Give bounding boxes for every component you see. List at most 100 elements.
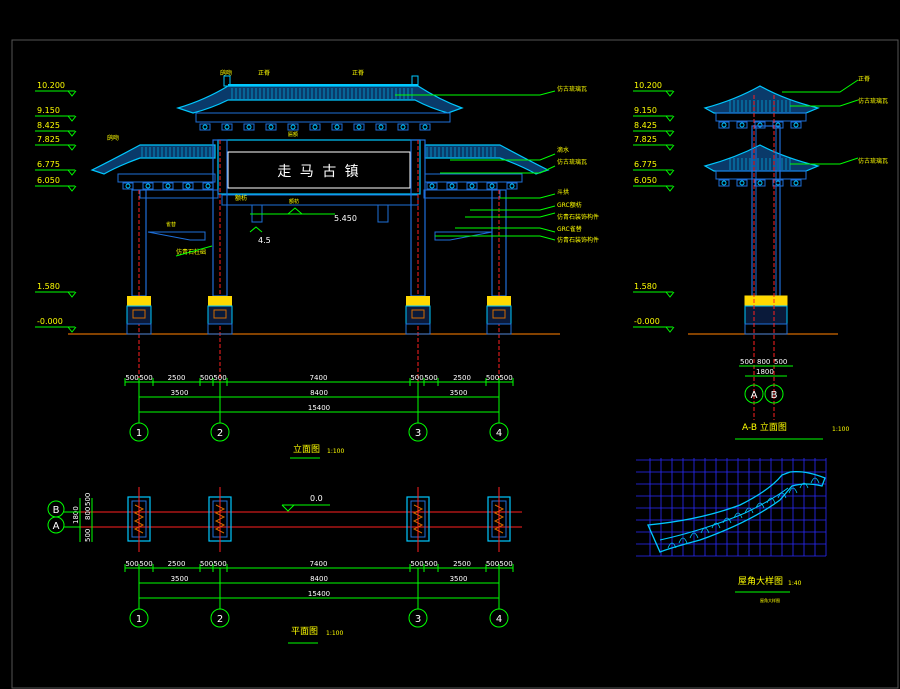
svg-text:滴水: 滴水 (557, 146, 569, 154)
level-marker: 10.200 (35, 81, 77, 97)
axis-bubble (210, 608, 230, 628)
svg-text:GRC雀替: GRC雀替 (557, 225, 582, 233)
roof-tiles (231, 88, 413, 99)
dim-text: 500 (410, 560, 423, 568)
svg-text:7.825: 7.825 (634, 135, 657, 144)
main-beam (221, 194, 419, 206)
main-roof (176, 75, 464, 131)
svg-text:A: A (751, 390, 758, 401)
left-bracket-brace (147, 231, 206, 241)
svg-text:A: A (53, 521, 60, 532)
axis-bubble (129, 422, 149, 442)
dim-text: 500 (213, 374, 226, 382)
plan-scale: 1:100 (326, 630, 343, 637)
dim-text: 7400 (310, 560, 328, 568)
level-marker: 6.050 (35, 176, 77, 192)
svg-text:6.050: 6.050 (37, 176, 60, 185)
svg-text:-0.000: -0.000 (37, 317, 63, 326)
dim-text: 3500 (450, 575, 468, 583)
svg-text:匾额: 匾额 (288, 131, 298, 138)
dim-text: 500 (213, 560, 226, 568)
svg-text:6.775: 6.775 (37, 160, 60, 169)
svg-text:6.050: 6.050 (634, 176, 657, 185)
dim-text: 500 (424, 374, 437, 382)
svg-text:1800: 1800 (72, 506, 80, 524)
svg-text:仿古琉璃瓦: 仿古琉璃瓦 (858, 97, 888, 105)
level-marker: 1.580 (35, 282, 77, 298)
level-marker: 7.825 (35, 135, 77, 151)
dim-text: 500 (486, 560, 499, 568)
svg-text:仿古琉璃瓦: 仿古琉璃瓦 (858, 157, 888, 165)
side-level-markers: 10.200 9.150 8.425 7.825 6.775 6.050 1.5… (633, 81, 675, 333)
svg-text:500: 500 (740, 358, 753, 366)
dim-text: 3500 (171, 389, 189, 397)
right-bracket-brace (434, 231, 493, 241)
side-title: A-B 立面图 (742, 421, 787, 433)
plan-pillar (127, 487, 151, 552)
dim-text: 2500 (453, 560, 471, 568)
dim-text: 2500 (168, 560, 186, 568)
plan-pillar (406, 487, 430, 552)
dim-text: 500 (424, 560, 437, 568)
svg-text:雀替: 雀替 (166, 221, 176, 228)
svg-text:500: 500 (84, 493, 92, 506)
axis-label: 2 (217, 614, 223, 625)
svg-text:仿青石装饰构件: 仿青石装饰构件 (557, 213, 599, 221)
front-scale: 1:100 (327, 448, 344, 455)
svg-text:仿青石装饰构件: 仿青石装饰构件 (557, 236, 599, 244)
dim-text: 8400 (310, 389, 328, 397)
front-elevation: 10.200 9.150 8.425 7.825 6.775 6.050 1.5… (35, 69, 599, 459)
axis-bubble-A (744, 384, 764, 404)
dim-text: 2500 (168, 374, 186, 382)
svg-text:800: 800 (757, 358, 770, 366)
detail-grid (636, 458, 827, 557)
dim-text: 500 (499, 560, 512, 568)
detail-eave (647, 470, 826, 553)
dim-text: 3500 (450, 389, 468, 397)
svg-text:额枋: 额枋 (289, 198, 299, 205)
svg-text:GRC额枋: GRC额枋 (557, 201, 582, 209)
svg-text:500: 500 (84, 529, 92, 542)
plan-pillar (208, 487, 232, 552)
axis-bubble (210, 422, 230, 442)
dim-text: 500 (125, 374, 138, 382)
svg-text:0.0: 0.0 (310, 494, 323, 503)
svg-text:8.425: 8.425 (37, 121, 60, 130)
svg-text:屋角大样图: 屋角大样图 (760, 597, 780, 603)
svg-text:1800: 1800 (756, 368, 774, 376)
svg-text:鸱吻: 鸱吻 (107, 134, 119, 142)
dim-text: 500 (410, 374, 423, 382)
dim-text: 500 (499, 374, 512, 382)
level-marker: 9.150 (35, 106, 77, 122)
svg-text:7.825: 7.825 (37, 135, 60, 144)
axis-bubble (489, 608, 509, 628)
svg-text:5.450: 5.450 (334, 214, 357, 223)
side-elevation: 10.200 9.150 8.425 7.825 6.775 6.050 1.5… (633, 75, 888, 440)
svg-text:9.150: 9.150 (634, 106, 657, 115)
dim-text: 500 (139, 374, 152, 382)
drawing-frame (11, 39, 899, 689)
level-marker: 6.775 (35, 160, 77, 176)
axis-label: 4 (496, 428, 502, 439)
side-scale: 1:100 (832, 426, 849, 433)
axis-bubble (408, 422, 428, 442)
mid-bracket-left (251, 204, 263, 223)
svg-text:正脊: 正脊 (858, 75, 870, 83)
plan-pillar (487, 487, 511, 552)
svg-text:10.200: 10.200 (634, 81, 662, 90)
side-upper-roof (703, 85, 820, 114)
level-marker: 8.425 (35, 121, 77, 137)
svg-text:500: 500 (774, 358, 787, 366)
axis-label: 3 (415, 614, 421, 625)
dim-text: 15400 (308, 590, 330, 598)
svg-text:10.200: 10.200 (37, 81, 65, 90)
dim-text: 500 (125, 560, 138, 568)
axis-label: 1 (136, 614, 142, 625)
svg-text:仿古琉璃瓦: 仿古琉璃瓦 (557, 158, 587, 166)
detail-title: 屋角大样图 (738, 575, 783, 587)
dim-text: 3500 (171, 575, 189, 583)
elev-mark-45 (249, 226, 263, 233)
svg-text:鸱吻: 鸱吻 (220, 69, 232, 77)
plaque-text: 走 马 古 镇 (277, 164, 360, 180)
